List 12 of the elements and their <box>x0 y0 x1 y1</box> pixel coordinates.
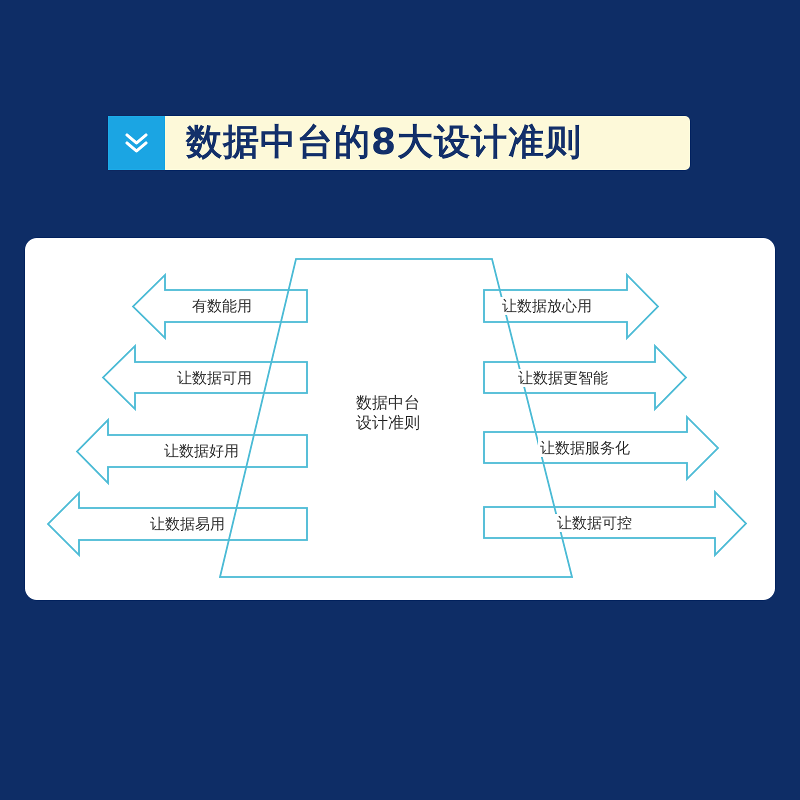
arrow-shaped-box <box>77 420 307 483</box>
arrow-shaped-box <box>484 417 718 479</box>
arrow-shaped-box <box>484 492 746 555</box>
arrow-shaped-box <box>48 493 307 555</box>
title: 数据中台的8大设计准则 <box>186 121 582 165</box>
node-label: 让数据更智能 <box>516 368 610 386</box>
arrow-shaped-box <box>484 275 658 338</box>
arrow-shaped-box <box>103 346 307 409</box>
arrow-shaped-box <box>484 346 686 409</box>
arrow-shaped-box <box>133 275 307 338</box>
node-label: 让数据可控 <box>555 514 634 532</box>
node-label: 让数据服务化 <box>538 438 632 456</box>
